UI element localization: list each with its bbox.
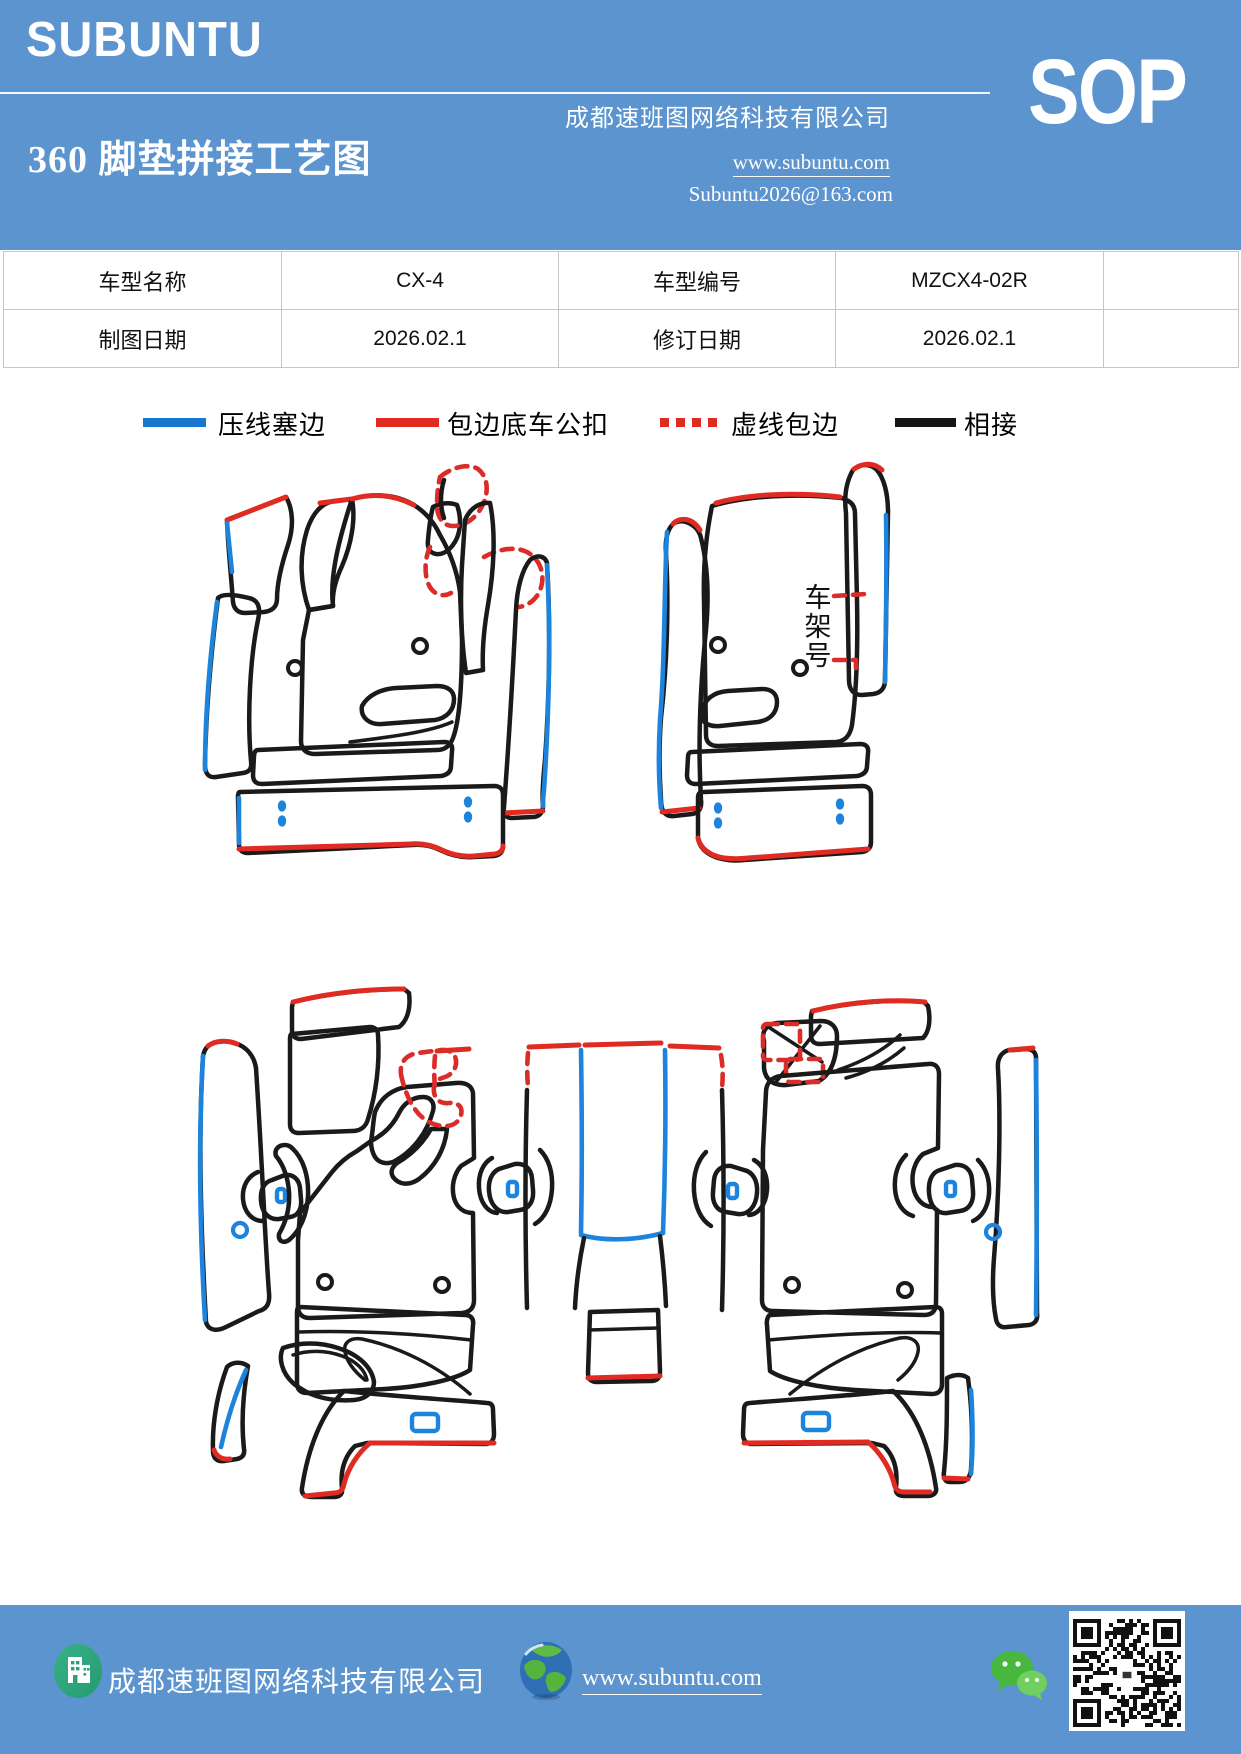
empty-cell [1103, 251, 1239, 310]
wechat-icon [991, 1651, 1047, 1700]
legend-label: 虚线包边 [731, 411, 840, 440]
field-value: MZCX4-02R [835, 251, 1104, 310]
footer-company-name: 成都速班图网络科技有限公司 [108, 1667, 486, 1698]
legend-swatch-black-line [895, 418, 956, 427]
sop-badge: SOP [1028, 41, 1188, 143]
line-legend: 压线塞边 包边底车公扣 虚线包边 相接 [0, 404, 1241, 444]
trunk-left-pieces [210, 1304, 497, 1500]
field-label: 制图日期 [3, 309, 282, 368]
trunk-right-pieces [740, 1304, 975, 1499]
footer-website-link[interactable]: www.subuntu.com [582, 1665, 762, 1695]
vehicle-info-table: 车型名称 CX-4 车型编号 MZCX4-02R 制图日期 2026.02.1 … [3, 251, 1239, 368]
empty-cell [1103, 309, 1239, 368]
header-divider [0, 92, 990, 94]
footer: 成都速班图网络科技有限公司 www.subuntu.com [0, 1605, 1241, 1754]
company-name: 成都速班图网络科技有限公司 [565, 106, 890, 132]
company-badge-icon [54, 1644, 102, 1698]
qr-code [1069, 1611, 1185, 1731]
vin-label-char: 号 [805, 641, 832, 671]
table-row: 制图日期 2026.02.1 修订日期 2026.02.1 [3, 309, 1239, 368]
legend-swatch-blue-line [143, 418, 206, 427]
front-left-mat [202, 463, 552, 860]
center-runner-strips [476, 1040, 770, 1385]
rear-left-mat [287, 986, 477, 1321]
field-value: 2026.02.1 [281, 309, 559, 368]
legend-swatch-red-line [376, 418, 439, 427]
brand-logo: SUBUNTU [26, 11, 263, 67]
vin-label-char: 架 [805, 612, 832, 642]
legend-label: 压线塞边 [218, 411, 327, 440]
globe-icon [520, 1642, 572, 1700]
rear-left-side [197, 1038, 311, 1332]
field-label: 修订日期 [558, 309, 836, 368]
field-label: 车型编号 [558, 251, 836, 310]
rear-right-side [983, 1045, 1040, 1330]
legend-label: 相接 [964, 411, 1019, 440]
website-link[interactable]: www.subuntu.com [732, 150, 890, 177]
field-value: CX-4 [281, 251, 559, 310]
vin-label-char: 车 [805, 583, 832, 613]
email-address: Subuntu2026@163.com [688, 182, 893, 206]
table-row: 车型名称 CX-4 车型编号 MZCX4-02R [3, 251, 1239, 310]
legend-swatch-red-dashed-line [660, 418, 722, 427]
field-label: 车型名称 [3, 251, 282, 310]
front-right-mat: 车 架 号 [656, 461, 891, 863]
field-value: 2026.02.1 [835, 309, 1104, 368]
header: SUBUNTU 360 脚垫拼接工艺图 成都速班图网络科技有限公司 www.su… [0, 0, 1241, 250]
legend-label: 包边底车公扣 [447, 411, 610, 440]
rear-right-mat [759, 998, 992, 1318]
page-title: 360 脚垫拼接工艺图 [28, 139, 372, 181]
